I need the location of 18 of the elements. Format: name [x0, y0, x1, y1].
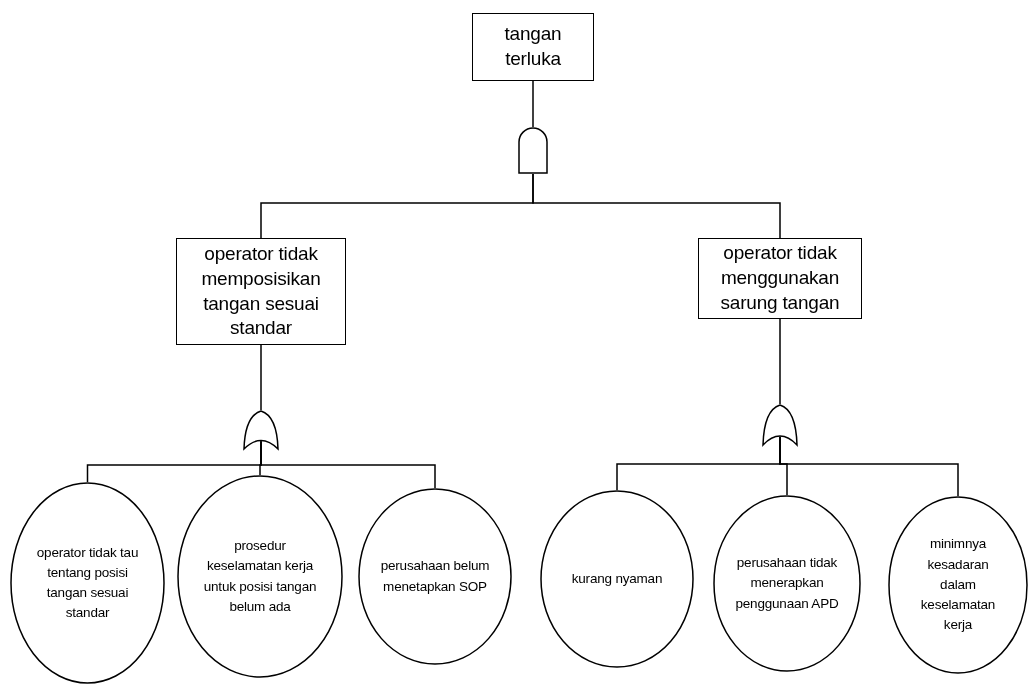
event-text: operator tidak menggunakan sarung tangan	[719, 241, 841, 315]
event-box	[698, 238, 862, 319]
event-box	[472, 13, 594, 81]
event-text: operator tidak tau tentang posisi tangan sesuai standar	[35, 543, 140, 623]
event-text: perusahaan tidak menerapkan penggunaan APD	[735, 554, 839, 613]
connector-line	[260, 344, 262, 411]
event-text: minimnya kesadaran dalam keselamatan kerja	[919, 535, 997, 635]
connector-line	[779, 436, 959, 497]
event-text: perusahaan belum menetapkan SOP	[380, 557, 490, 596]
event-text: prosedur keselamatan kerja untuk posisi tangan belum ada	[202, 537, 318, 616]
event-text: kurang nyaman	[571, 569, 663, 588]
connector-line	[532, 173, 781, 239]
connector-line	[779, 318, 781, 405]
event-text: tangan terluka	[503, 22, 563, 71]
event-box	[176, 238, 346, 345]
event-text: operator tidak memposisikan tangan sesuai standar	[200, 242, 322, 341]
connector-line	[532, 80, 534, 128]
connector-line	[260, 440, 436, 489]
